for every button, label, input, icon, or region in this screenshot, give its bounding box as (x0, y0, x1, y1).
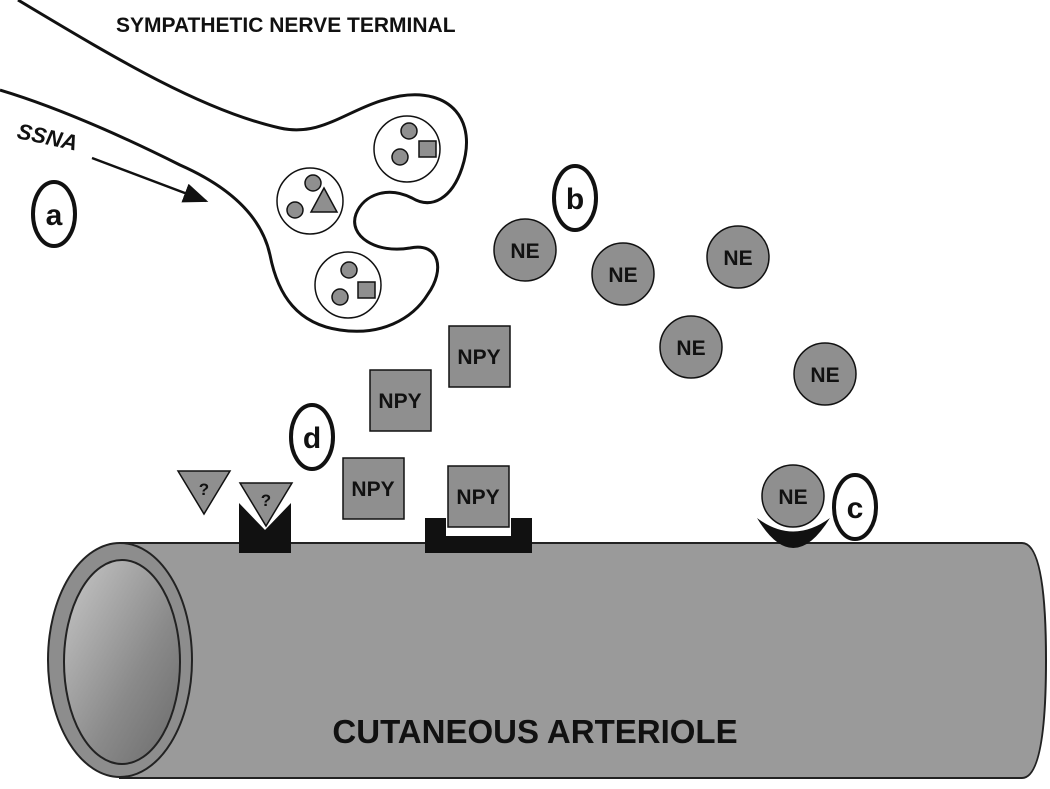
unknown-cotransmitter-granule (309, 186, 339, 213)
ne-granule (391, 148, 409, 166)
arteriole-label: CUTANEOUS ARTERIOLE (332, 713, 737, 750)
nerve-axon-upper-edge (0, 0, 468, 333)
cutaneous-arteriole: CUTANEOUS ARTERIOLE (47, 542, 1048, 779)
svg-text:NE: NE (778, 486, 807, 509)
svg-text:NPY: NPY (456, 486, 499, 509)
npy-molecule: NPY (342, 457, 405, 520)
ne-receptor: NE (757, 464, 830, 548)
nerve-terminal-title: SYMPATHETIC NERVE TERMINAL (116, 14, 456, 37)
ne-granule (400, 122, 418, 140)
npy-molecule: NPY (448, 325, 511, 388)
ne-molecule: NE (793, 342, 857, 406)
ne-molecule: NE (659, 315, 723, 379)
ne-molecule: NE (493, 218, 557, 282)
svg-text:d: d (303, 422, 321, 455)
ssna-arrow (91, 156, 209, 203)
svg-text:NE: NE (810, 364, 839, 387)
svg-text:c: c (847, 492, 864, 525)
ne-granule (340, 261, 358, 279)
bound-unknown-transmitter (238, 482, 294, 528)
ne-molecule: NE (706, 225, 770, 289)
vesicle-left (276, 167, 344, 235)
bound-npy-molecule: NPY (447, 465, 510, 528)
bound-ne-molecule: NE (761, 464, 825, 528)
marker-d: d (289, 403, 335, 471)
npy-granule (357, 281, 376, 299)
svg-text:NPY: NPY (351, 478, 394, 501)
svg-text:NE: NE (510, 240, 539, 263)
npy-molecule: NPY (369, 369, 432, 432)
svg-text:NE: NE (723, 247, 752, 270)
vesicle-bottom (314, 251, 382, 319)
svg-text:NE: NE (608, 264, 637, 287)
svg-text:NPY: NPY (457, 346, 500, 369)
sympathetic-nerve-terminal (0, 0, 468, 333)
ne-granule (331, 288, 349, 306)
svg-text:a: a (46, 199, 63, 232)
arteriole-lumen (63, 559, 181, 765)
npy-granule (418, 140, 437, 158)
ne-molecule: NE (591, 242, 655, 306)
svg-text:?: ? (199, 480, 209, 499)
arteriole-body (119, 542, 1048, 779)
svg-text:NE: NE (676, 337, 705, 360)
npy-receptor: NPY (425, 465, 532, 553)
svg-text:NPY: NPY (378, 390, 421, 413)
svg-text:?: ? (261, 491, 271, 510)
ssna-label: SSNA (15, 118, 80, 155)
ne-granule (286, 201, 304, 219)
marker-b: b (552, 164, 598, 232)
marker-c: c (832, 473, 878, 541)
ne-granule (304, 174, 322, 192)
unknown-receptor: ? (238, 482, 294, 553)
vesicle-upper-right (373, 115, 441, 183)
marker-a: a (31, 180, 77, 248)
svg-text:b: b (566, 183, 584, 216)
unknown-transmitter: ? (176, 470, 232, 516)
